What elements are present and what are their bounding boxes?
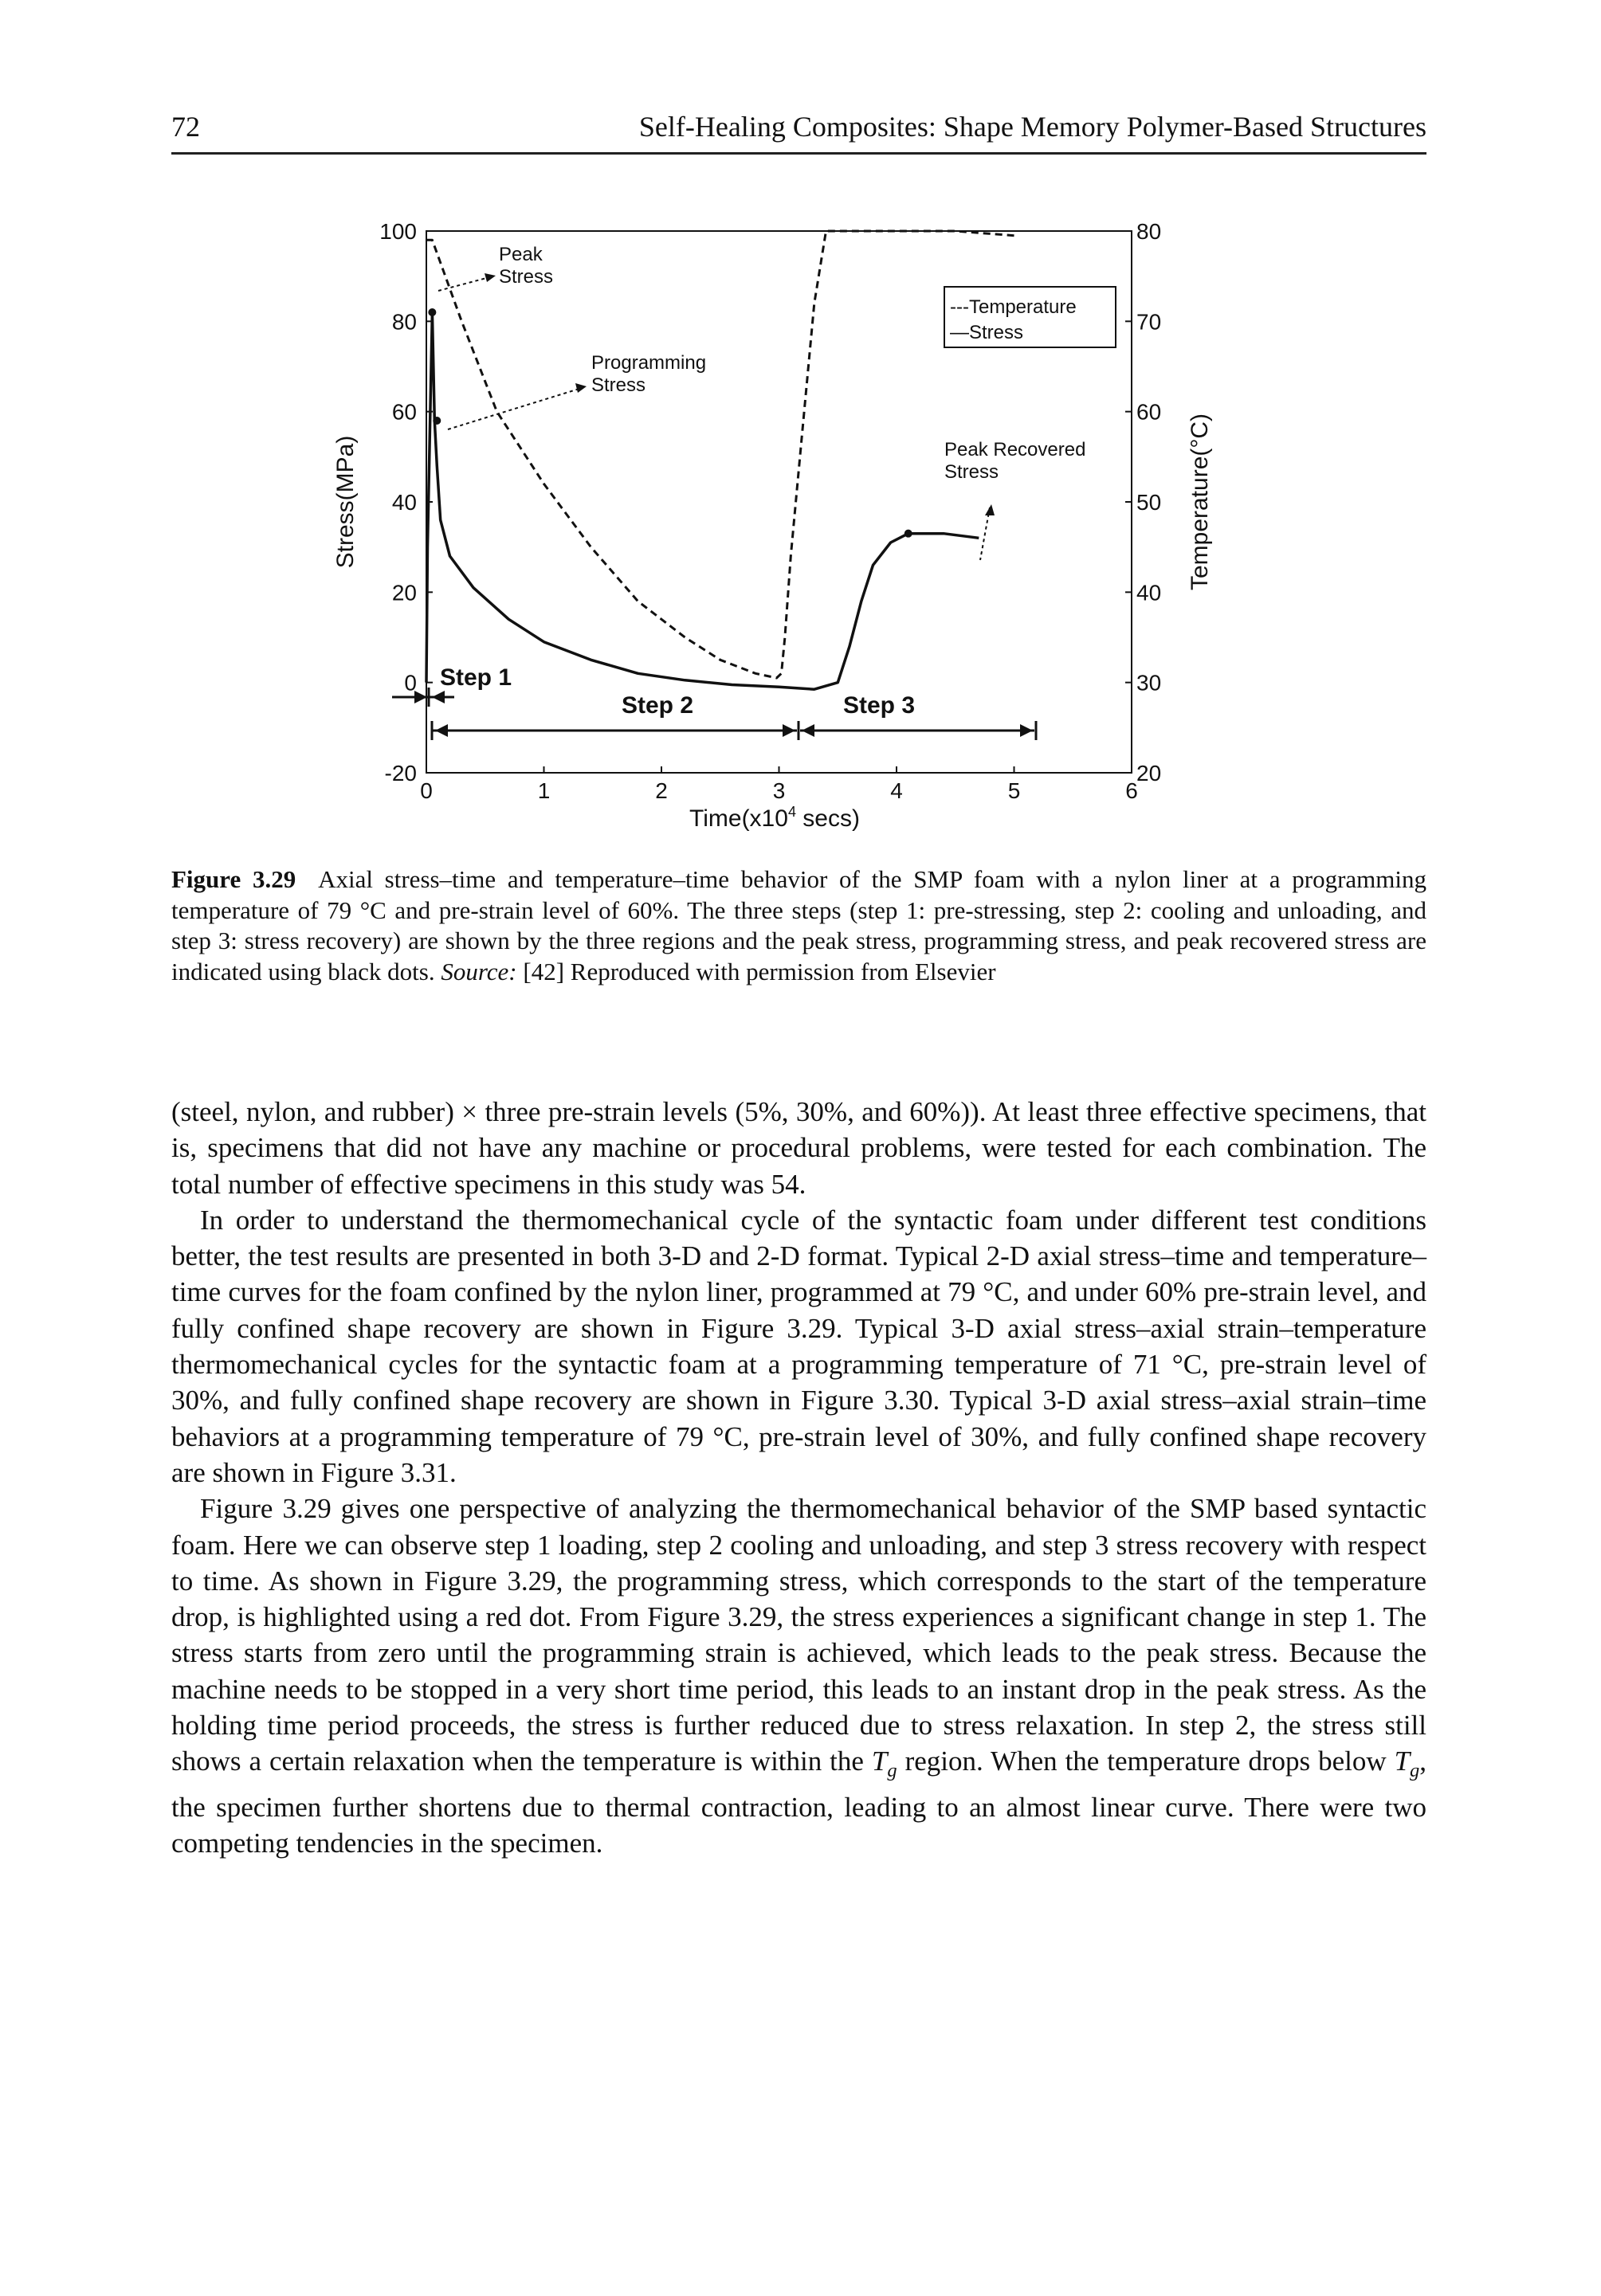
running-title: Self-Healing Composites: Shape Memory Po… — [638, 111, 1426, 143]
page-header: 72 Self-Healing Composites: Shape Memory… — [171, 110, 1426, 150]
paragraph-1: (steel, nylon, and rubber) × three pre-s… — [171, 1096, 1426, 1200]
annotation-peak-stress-leader — [438, 276, 493, 292]
y-right-tick-label: 40 — [1136, 580, 1161, 605]
caption-source-label: Source: — [441, 957, 517, 985]
y-right-tick-label: 70 — [1136, 309, 1161, 334]
marked-point-peak-recovered-stress — [904, 529, 912, 538]
annotation-peak-stress: Peak Stress — [438, 244, 553, 292]
x-tick-label: 1 — [538, 778, 551, 803]
annotation-peak-stress-line2: Stress — [499, 266, 553, 288]
y-left-tick-label: 0 — [404, 671, 417, 695]
x-axis-label-sup: 4 — [788, 804, 796, 820]
step-1-arrowhead-left — [414, 691, 427, 703]
y-left-tick-label: 40 — [392, 490, 417, 515]
y-right-tick-label: 80 — [1136, 219, 1161, 244]
x-tick-label: 2 — [655, 778, 668, 803]
tg-symbol: Tg — [1394, 1746, 1420, 1781]
tg-letter: T — [1394, 1746, 1411, 1777]
body-text: (steel, nylon, and rubber) × three pre-s… — [171, 1094, 1426, 1861]
y-right-tick-label: 60 — [1136, 400, 1161, 425]
tg-subscript: g — [1410, 1760, 1420, 1782]
x-axis-label-prefix: Time(x10 — [689, 805, 788, 832]
x-axis-label-suffix: secs) — [796, 805, 860, 832]
annotation-peak-recovered-arrowhead — [985, 504, 995, 515]
step-3-label: Step 3 — [843, 692, 915, 719]
paragraph-3-part-b: region. When the temperature drops below — [904, 1746, 1387, 1777]
y-right-tick-label: 50 — [1136, 490, 1161, 515]
marked-point-peak-stress — [428, 308, 437, 316]
y-left-tick-label: 60 — [392, 400, 417, 425]
annotation-peak-recovered-leader — [979, 507, 991, 561]
annotation-peak-stress-arrowhead — [485, 273, 496, 282]
caption-source-text: [42] Reproduced with permission from Els… — [523, 957, 996, 985]
y-left-tick-label: 100 — [379, 219, 417, 244]
annotation-peak-recovered-stress: Peak Recovered Stress — [944, 439, 1085, 561]
marked-point-programming-stress — [433, 417, 441, 425]
annotation-programming-stress: Programming Stress — [447, 352, 706, 430]
header-rule — [171, 152, 1426, 155]
step-1-arrowhead-right — [432, 691, 445, 703]
x-axis-label: Time(x104 secs) — [689, 804, 860, 832]
series-stress-line — [425, 311, 979, 691]
annotation-programming-stress-arrowhead — [575, 383, 587, 393]
step-2-arrowhead-left — [435, 724, 448, 737]
paragraph-3: Figure 3.29 gives one perspective of ana… — [171, 1491, 1426, 1861]
figure-caption: Figure 3.29 Axial stress–time and temper… — [171, 864, 1426, 987]
paragraph-2: In order to understand the thermomechani… — [171, 1204, 1426, 1488]
series-layer — [425, 229, 1014, 691]
y-left-tick-label: 20 — [392, 580, 417, 605]
tg-subscript: g — [887, 1760, 897, 1782]
legend-box — [944, 286, 1116, 348]
legend-item-temperature: ---Temperature — [950, 296, 1077, 318]
y-left-tick-label: -20 — [385, 761, 417, 786]
step-2-arrowhead-right — [783, 724, 795, 737]
legend: ---Temperature —Stress — [944, 286, 1116, 348]
x-tick-label: 0 — [420, 778, 433, 803]
caption-text: Axial stress–time and temperature–time b… — [171, 865, 1426, 985]
annotation-programming-stress-line1: Programming — [591, 352, 706, 374]
stress-temperature-chart: Stress(MPa) Temperature(°C) Time(x104 se… — [332, 219, 1213, 832]
y-left-axis-label: Stress(MPa) — [332, 436, 359, 569]
annotation-peak-recovered-line1: Peak Recovered — [944, 439, 1085, 460]
step-2-label: Step 2 — [622, 692, 693, 719]
legend-item-stress: —Stress — [950, 322, 1023, 343]
caption-label: Figure 3.29 — [171, 865, 296, 893]
step-3-arrowhead-right — [1020, 724, 1033, 737]
x-tick-label: 3 — [773, 778, 786, 803]
x-tick-label: 5 — [1008, 778, 1021, 803]
tg-symbol: Tg — [871, 1746, 897, 1781]
y-right-tick-label: 20 — [1136, 761, 1161, 786]
paragraph-3-part-a: Figure 3.29 gives one perspective of ana… — [171, 1493, 1426, 1777]
annotation-peak-stress-line1: Peak — [499, 244, 543, 265]
y-right-axis-label: Temperature(°C) — [1187, 413, 1213, 590]
annotation-peak-recovered-line2: Stress — [944, 461, 999, 483]
step-1-label: Step 1 — [440, 664, 512, 691]
tg-letter: T — [871, 1746, 888, 1777]
step-regions: Step 1 Step 2 Step 3 — [392, 664, 1038, 740]
paragraph-3-part-c: , the specimen further shortens due to t… — [171, 1746, 1427, 1859]
page-number: 72 — [171, 111, 200, 143]
annotation-programming-stress-line2: Stress — [591, 374, 646, 396]
series-temperature-line — [426, 229, 1014, 680]
x-tick-label: 4 — [890, 778, 903, 803]
y-right-tick-label: 30 — [1136, 671, 1161, 695]
figure-3-29: Stress(MPa) Temperature(°C) Time(x104 se… — [295, 203, 1251, 864]
annotation-programming-stress-leader — [447, 387, 583, 430]
x-tick-label: 6 — [1125, 778, 1138, 803]
step-3-arrowhead-left — [802, 724, 814, 737]
y-left-tick-label: 80 — [392, 309, 417, 334]
